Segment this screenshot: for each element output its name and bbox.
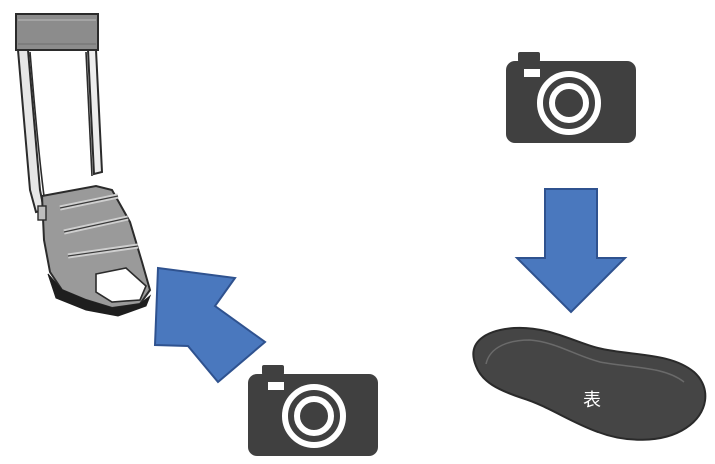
camera-flash	[518, 52, 540, 62]
brace-rear-upright	[18, 50, 44, 212]
insole-icon: 表	[473, 328, 705, 440]
camera-flash	[262, 365, 284, 375]
brace-top-strap	[16, 14, 98, 50]
camera-icon	[248, 365, 378, 456]
brace-front-upright	[88, 50, 102, 174]
ankle-foot-orthosis-icon	[16, 14, 150, 316]
arrow-down-icon	[517, 189, 625, 312]
arrow-up-left-icon	[155, 268, 265, 382]
insole-shape	[473, 328, 705, 440]
insole-label: 表	[583, 390, 601, 411]
camera-icon	[506, 52, 636, 143]
